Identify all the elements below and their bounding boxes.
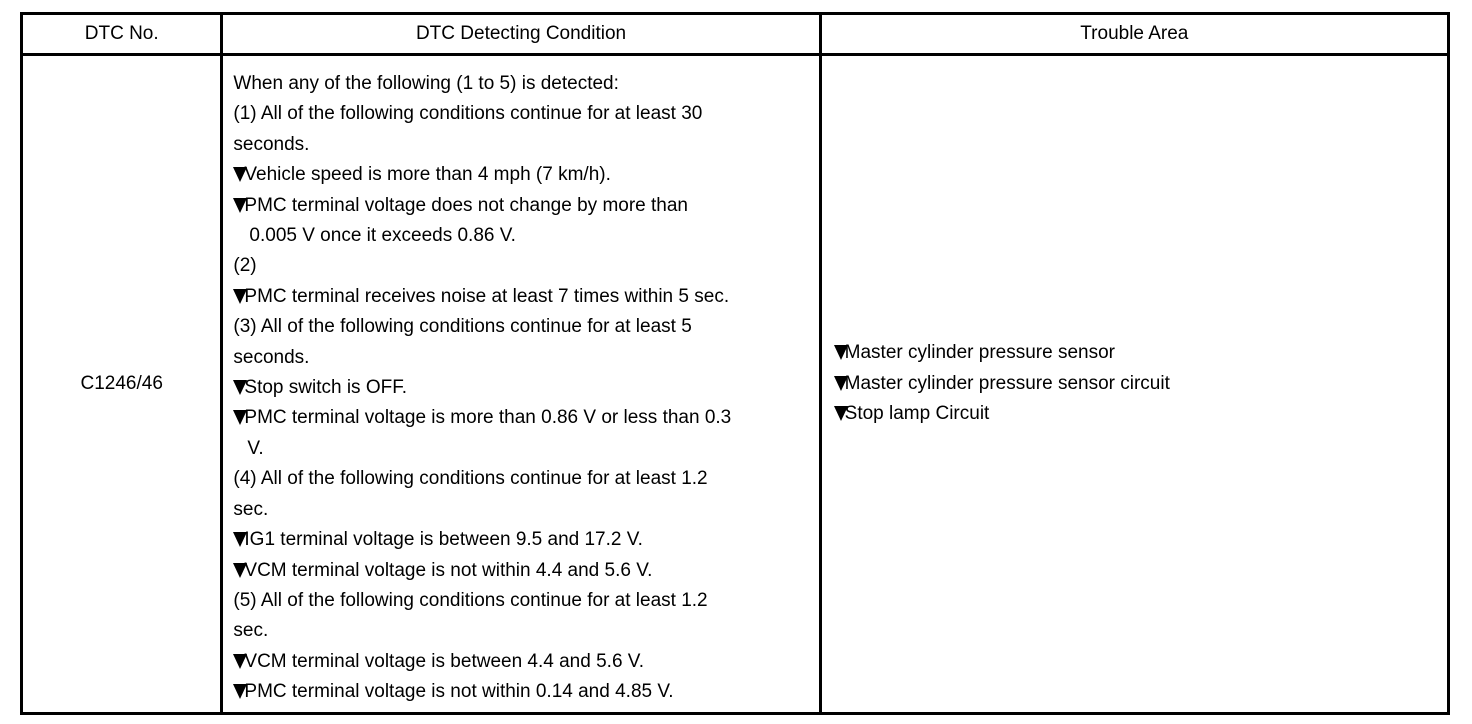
condition-line: When any of the following (1 to 5) is de… [233, 73, 619, 94]
condition-bullet-item: PMC terminal voltage is more than 0.86 V… [233, 403, 810, 433]
condition-line: (4) All of the following conditions cont… [233, 468, 708, 490]
triangle-bullet-icon [833, 375, 848, 391]
triangle-bullet-icon [233, 532, 248, 548]
header-dtc-no: DTC No. [19, 12, 224, 56]
condition-bullet-item: VCM terminal voltage is between 4.4 and … [233, 647, 810, 677]
condition-line: (5) All of the following conditions cont… [233, 589, 708, 611]
header-trouble-area: Trouble Area [818, 12, 1451, 56]
condition-line: (3) All of the following conditions cont… [233, 316, 692, 338]
header-detecting-condition: DTC Detecting Condition [220, 12, 822, 56]
condition-bullet-item: Vehicle speed is more than 4 mph (7 km/h… [233, 160, 810, 190]
condition-bullet-item: IG1 terminal voltage is between 9.5 and … [233, 525, 810, 555]
condition-bullet-item: Stop switch is OFF. [233, 373, 810, 403]
triangle-bullet-icon [233, 653, 248, 669]
table-row: C1246/46 When any of the following (1 to… [19, 53, 1451, 715]
dtc-code-cell: C1246/46 [19, 53, 224, 715]
header-row: DTC No. DTC Detecting Condition Trouble … [19, 12, 1451, 56]
condition-line: (1) All of the following conditions cont… [233, 103, 703, 125]
condition-line: sec. [233, 498, 269, 520]
trouble-area-item: Master cylinder pressure sensor circuit [833, 369, 1439, 399]
condition-line: (2) [233, 255, 257, 277]
triangle-bullet-icon [233, 197, 248, 213]
condition-bullet-item: PMC terminal voltage does not change by … [233, 191, 810, 221]
trouble-area-item: Stop lamp Circuit [833, 399, 1439, 429]
condition-bullet-item: VCM terminal voltage is not within 4.4 a… [233, 556, 810, 586]
triangle-bullet-icon [833, 345, 848, 361]
triangle-bullet-icon [233, 684, 248, 700]
dtc-table: DTC No. DTC Detecting Condition Trouble … [19, 12, 1451, 715]
trouble-area-item: Master cylinder pressure sensor [833, 338, 1439, 368]
triangle-bullet-icon [233, 410, 248, 426]
triangle-bullet-icon [233, 167, 248, 183]
triangle-bullet-icon [233, 288, 248, 304]
condition-line: seconds. [233, 346, 310, 368]
condition-bullet-item: PMC terminal receives noise at least 7 t… [233, 282, 810, 312]
triangle-bullet-icon [833, 405, 848, 421]
condition-line: sec. [233, 620, 269, 642]
triangle-bullet-icon [233, 562, 248, 578]
triangle-bullet-icon [233, 380, 248, 396]
condition-bullet-item: PMC terminal voltage is not within 0.14 … [233, 677, 810, 707]
condition-line: seconds. [233, 133, 310, 155]
condition-line: 0.005 V once it exceeds 0.86 V. [249, 225, 516, 247]
trouble-area-cell: Master cylinder pressure sensor Master c… [818, 53, 1451, 715]
detecting-condition-cell: When any of the following (1 to 5) is de… [220, 53, 822, 715]
condition-line: V. [247, 437, 264, 459]
